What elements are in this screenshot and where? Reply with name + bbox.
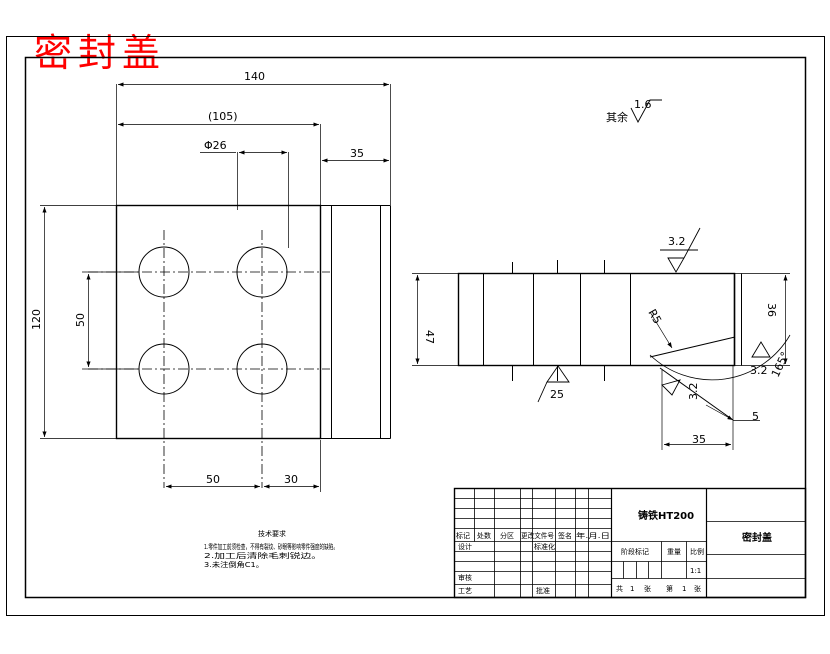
notes-heading: 技术要求 (258, 529, 286, 538)
tb-sheet-no-n: 1 (682, 585, 686, 593)
tb-r-process: 工艺 (458, 587, 472, 595)
tb-material: 铸铁HT200 (638, 509, 694, 522)
tb-r-check: 审核 (458, 573, 472, 582)
tb-sheet-no: 第 (666, 584, 673, 593)
tb-c-weight: 重量 (667, 548, 681, 556)
technical-notes: 技术要求 1.零件加工前须检查，不得有裂纹、砂眼等影响零件强度的缺陷。 2.加工… (204, 529, 338, 569)
inner-frame (24, 56, 807, 599)
side-view (412, 260, 791, 450)
drawing-title: 密封盖 (34, 31, 167, 75)
dim-side-width: 35 (350, 147, 364, 160)
roughness-top: 3.2 (668, 235, 686, 248)
tb-h-mark: 标记 (456, 531, 470, 540)
tb-sheets-unit: 张 (644, 584, 651, 593)
dim-hole-edge: 30 (284, 473, 298, 486)
dim-thickness: 47 (423, 330, 436, 344)
tb-sheet-unit2: 张 (694, 584, 701, 593)
tb-c-scale: 比例 (690, 547, 704, 556)
notes-item-1: 1.零件加工前须检查，不得有裂纹、砂眼等影响零件强度的缺陷。 (204, 542, 338, 551)
roughness-side: 3.2 (750, 364, 768, 377)
roughness-bottom: 25 (550, 388, 564, 401)
roughness-other-value: 1.6 (634, 98, 652, 111)
notes-item-2: 2.加工后清除毛刺锐边。 (204, 551, 322, 560)
dim-angle: 165° (769, 350, 792, 380)
tb-h-sign: 签名 (558, 531, 572, 540)
tb-sheets-total: 共 (616, 584, 623, 593)
roughness-symbols (537, 99, 771, 403)
tb-r-design: 设计 (458, 542, 472, 551)
roughness-inner: 3.2 (687, 383, 700, 401)
title-block (453, 487, 807, 599)
roughness-other-label: 其余 (606, 110, 628, 124)
front-view (40, 82, 391, 492)
tb-r-std: 标准化 (534, 542, 555, 551)
tb-h-count: 处数 (477, 531, 491, 540)
dim-hole-pitch-h: 50 (206, 473, 220, 486)
tb-scale-value: 1:1 (690, 567, 701, 575)
tb-c-stage: 阶段标记 (621, 547, 649, 556)
tb-h-zone: 分区 (500, 531, 514, 540)
notes-item-3: 3.未注倒角C1。 (204, 560, 264, 569)
dim-radius: R5 (645, 307, 664, 326)
outer-frame (6, 36, 825, 616)
dim-bottom-len: 35 (692, 433, 706, 446)
dim-width-ref: (105) (208, 110, 238, 123)
tb-sheets-total-n: 1 (630, 585, 634, 593)
tb-h-date: 年.月.日 (576, 531, 610, 540)
tb-r-approve: 批准 (536, 586, 550, 595)
tb-h-docno: 更改文件号 (521, 531, 554, 540)
dim-step: 36 (765, 303, 778, 317)
dim-width-total: 140 (244, 70, 265, 83)
dim-hole-pitch-v: 50 (74, 313, 87, 327)
dim-height-total: 120 (30, 309, 43, 330)
tb-part-name: 密封盖 (742, 531, 772, 544)
dim-chamfer: 5 (752, 410, 759, 423)
dim-hole-dia: Φ26 (204, 139, 227, 152)
